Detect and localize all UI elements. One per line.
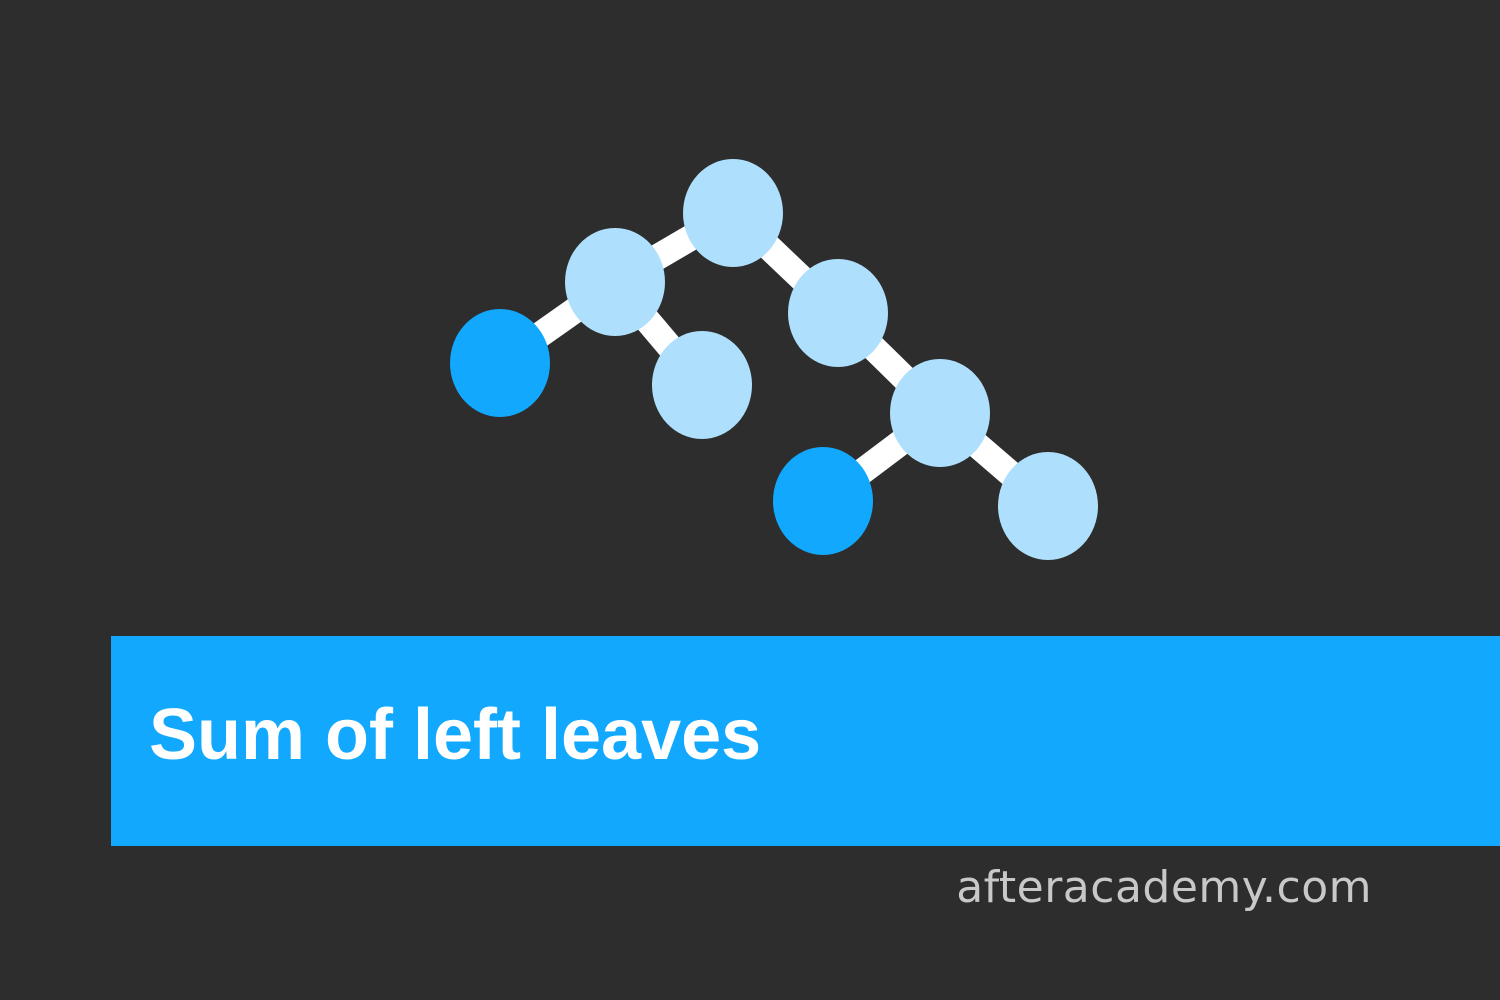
- tree-node-right-right-child: [890, 359, 990, 467]
- tree-node-left-child: [565, 228, 665, 336]
- binary-tree-diagram: [450, 159, 1098, 560]
- page-title: Sum of left leaves: [149, 695, 762, 775]
- tree-node-right-child: [788, 259, 888, 367]
- tree-nodes: [450, 159, 1098, 560]
- tree-node-right-right-right-leaf: [998, 452, 1098, 560]
- tree-node-root: [683, 159, 783, 267]
- site-url: afteracademy.com: [956, 862, 1372, 913]
- tree-node-right-right-left-leaf: [773, 447, 873, 555]
- tree-node-left-right-leaf: [652, 331, 752, 439]
- title-banner: Sum of left leaves: [111, 636, 1500, 846]
- tree-node-left-left-leaf: [450, 309, 550, 417]
